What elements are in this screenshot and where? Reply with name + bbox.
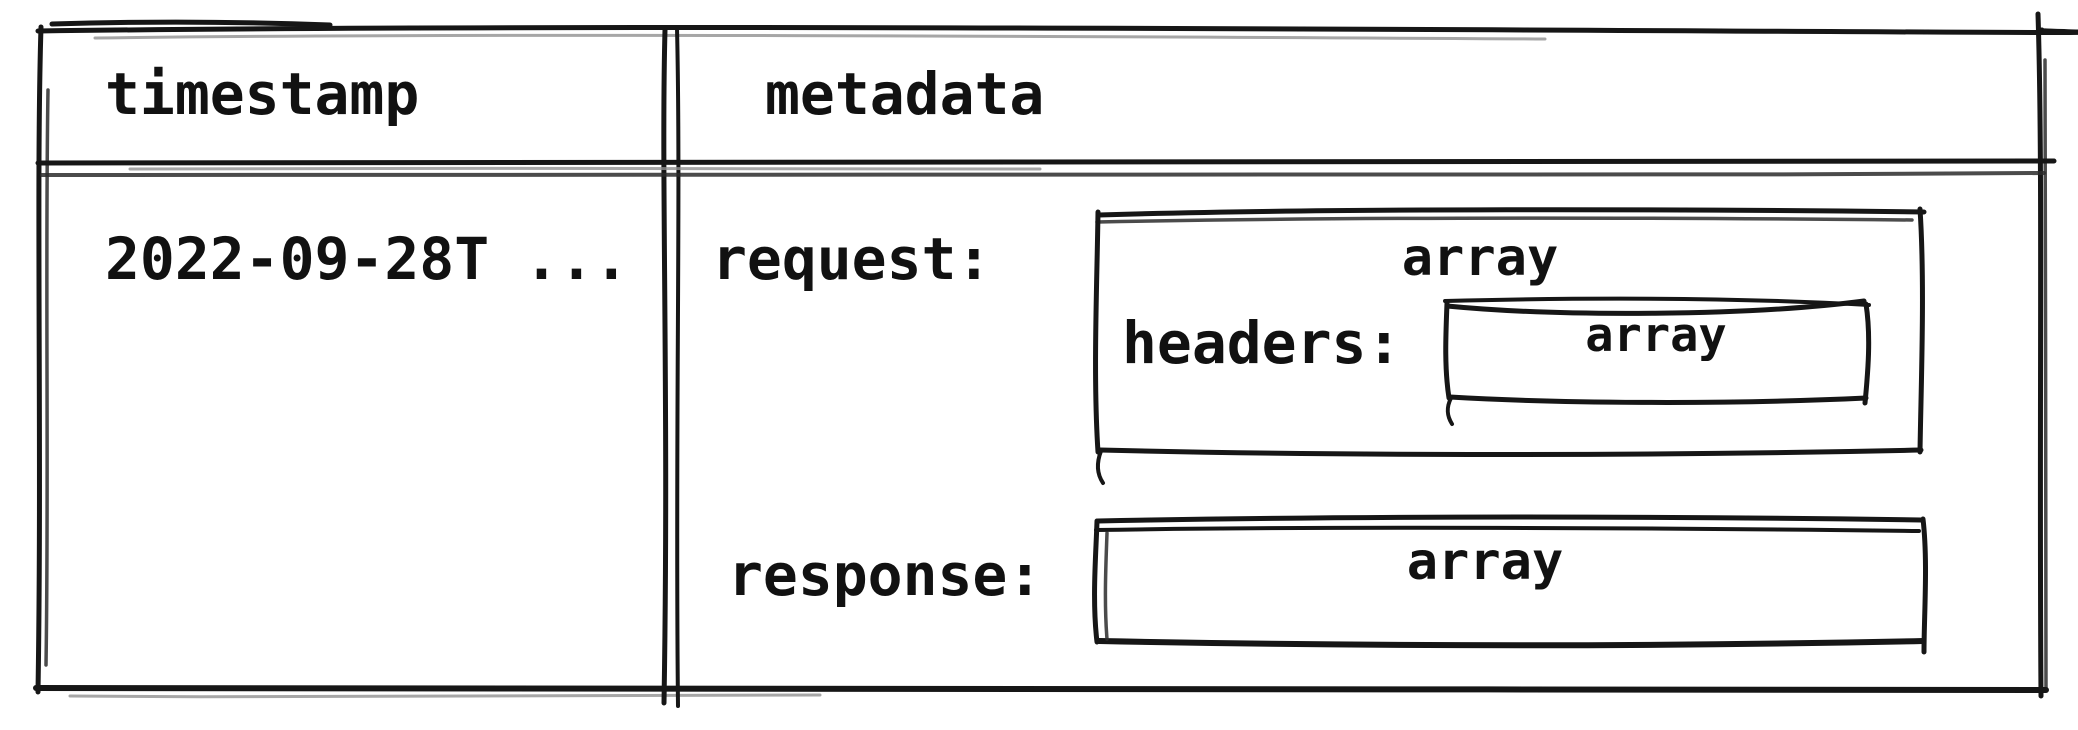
- request-field-label: request:: [712, 225, 992, 293]
- column-header-timestamp: timestamp: [105, 60, 420, 128]
- headers-array-type: array: [1585, 308, 1727, 363]
- request-array-box: [1093, 206, 1927, 485]
- headers-array-box: [1443, 296, 1872, 426]
- column-header-metadata: metadata: [765, 60, 1045, 128]
- header-row-divider: [35, 158, 2057, 177]
- request-array-type: array: [1401, 228, 1559, 288]
- headers-field-label: headers:: [1122, 309, 1402, 377]
- timestamp-value: 2022-09-28T ...: [105, 225, 629, 293]
- response-field-label: response:: [728, 541, 1043, 609]
- response-array-box: [1092, 514, 1929, 655]
- column-divider: [661, 26, 681, 708]
- response-array-type: array: [1406, 532, 1564, 592]
